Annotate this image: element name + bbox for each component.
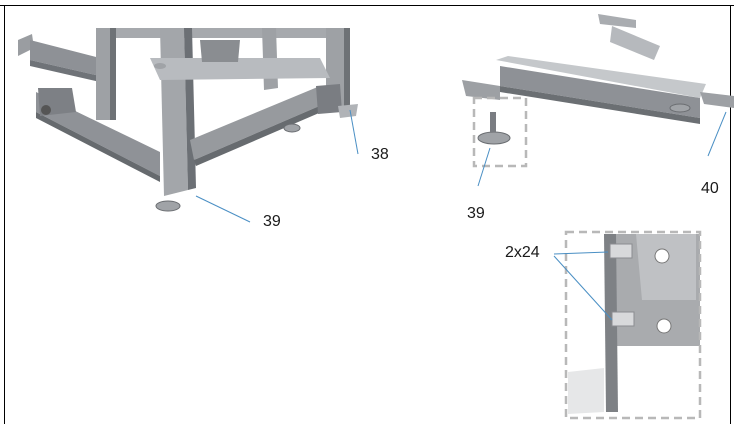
callout-38: 38 bbox=[371, 146, 389, 163]
leader-bolt-bottom bbox=[553, 255, 613, 321]
base-bar-illustration bbox=[462, 14, 734, 145]
leader-39-main bbox=[195, 195, 251, 223]
leader-38 bbox=[349, 109, 359, 155]
leader-39-detail bbox=[477, 147, 491, 187]
callout-40: 40 bbox=[701, 180, 719, 197]
frame-border-top bbox=[0, 5, 734, 6]
callout-39-main: 39 bbox=[263, 213, 281, 230]
frame-border-right bbox=[730, 5, 731, 424]
callout-39-detail: 39 bbox=[467, 205, 485, 222]
leader-40 bbox=[707, 111, 727, 157]
detail-inset-frame bbox=[564, 230, 702, 420]
frame-border-left bbox=[4, 5, 5, 424]
callout-bolt-qty: 2x24 bbox=[505, 244, 540, 261]
detail-marker-box bbox=[472, 96, 528, 168]
leader-bolt-top bbox=[553, 251, 609, 255]
stand-frame-illustration bbox=[18, 28, 358, 212]
bolt-detail-inset bbox=[566, 232, 700, 418]
